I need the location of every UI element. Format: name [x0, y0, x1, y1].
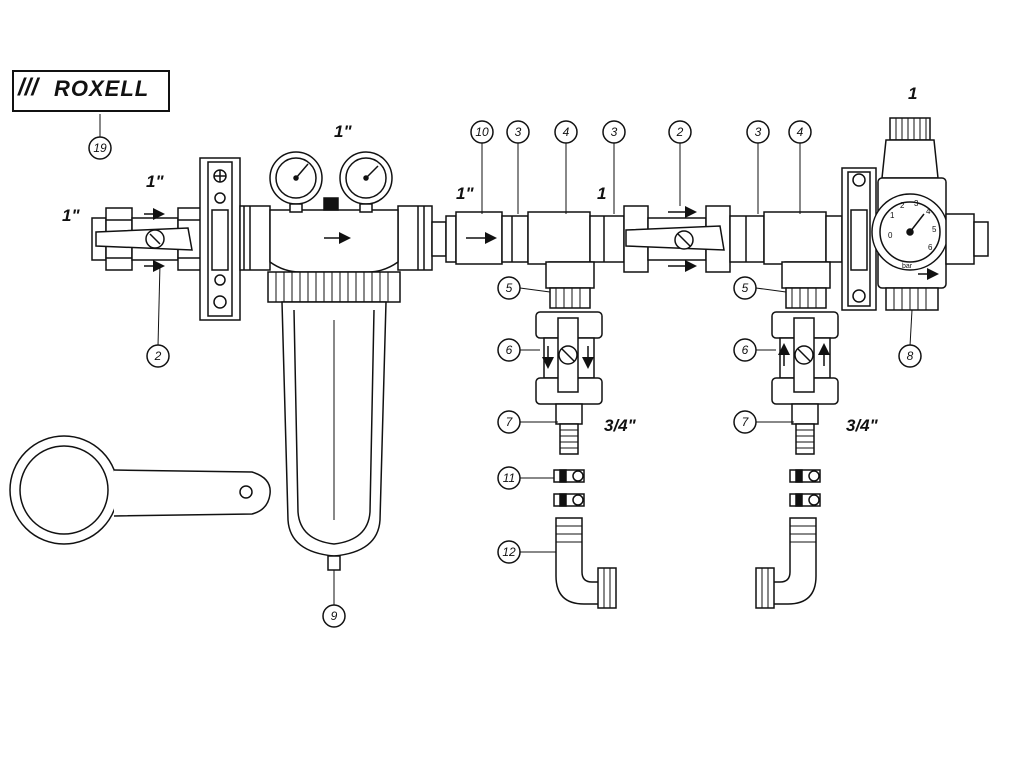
callout-11: 11 — [503, 471, 515, 485]
callout-8-circle — [898, 344, 922, 368]
callout-circles — [88, 120, 922, 628]
callout-2-left-circle — [146, 344, 170, 368]
callout-7-right: 7 — [742, 415, 750, 429]
callout-5-right-circle — [733, 276, 757, 300]
callout-6-right-circle — [733, 338, 757, 362]
gauge-scale-4: 4 — [926, 207, 931, 216]
size-label-inlet-valve: 1" — [146, 172, 164, 191]
leader-lines — [99, 114, 913, 606]
callout-3a-circle — [506, 120, 530, 144]
size-label-manifold-inlet: 1" — [456, 184, 474, 203]
callout-7-left-circle — [497, 410, 521, 434]
left-drop-assembly — [535, 261, 617, 609]
callout-11-circle — [497, 466, 521, 490]
callout-6-left: 6 — [506, 343, 513, 357]
callout-4b-circle — [788, 120, 812, 144]
callout-19: 19 — [93, 141, 107, 155]
gauge-unit: bar — [902, 263, 913, 270]
size-label-manifold-center: 1 — [597, 184, 607, 203]
callout-numbers: 19 2 9 10 3 4 3 2 3 4 5 6 7 11 12 5 6 7 … — [93, 125, 913, 623]
callout-9-circle — [322, 604, 346, 628]
inlet-ball-valve — [91, 207, 205, 272]
gauge-scale-3: 3 — [914, 199, 919, 208]
logo-marks: /// — [18, 74, 39, 101]
filter-wrench — [9, 435, 271, 545]
roxell-logo: /// ROXELL — [12, 70, 170, 112]
callout-5-left: 5 — [506, 281, 513, 295]
size-label-inlet-left: 1" — [62, 206, 80, 225]
callout-5-right: 5 — [742, 281, 749, 295]
main-manifold — [445, 205, 843, 273]
callout-3b-circle — [602, 120, 626, 144]
callout-7-right-circle — [733, 410, 757, 434]
size-label-regulator: 1 — [908, 84, 918, 103]
logo-text: ROXELL — [54, 76, 150, 101]
callout-2-right: 2 — [676, 125, 684, 139]
callout-2-left: 2 — [154, 349, 162, 363]
gauge-scale-6: 6 — [928, 243, 933, 252]
callout-5-left-circle — [497, 276, 521, 300]
callout-19-circle — [88, 136, 112, 160]
callout-6-left-circle — [497, 338, 521, 362]
callout-4a: 4 — [563, 125, 570, 139]
size-label-drop-right: 3/4" — [846, 416, 878, 435]
callout-6-right: 6 — [742, 343, 749, 357]
callout-10: 10 — [475, 125, 489, 139]
pressure-regulator — [871, 117, 989, 311]
gauge-scale-0: 0 — [888, 231, 893, 240]
wall-bracket-left — [199, 157, 241, 321]
callout-2-right-circle — [668, 120, 692, 144]
callout-10-circle — [470, 120, 494, 144]
callout-4b: 4 — [797, 125, 804, 139]
callout-3c: 3 — [755, 125, 762, 139]
size-label-filter: 1" — [334, 122, 352, 141]
callout-3c-circle — [746, 120, 770, 144]
gauge-scale-5: 5 — [932, 225, 937, 234]
gauge-scale-2: 2 — [900, 201, 905, 210]
callout-9: 9 — [331, 609, 338, 623]
callout-8: 8 — [907, 349, 914, 363]
callout-4a-circle — [554, 120, 578, 144]
callout-12-circle — [497, 540, 521, 564]
regulator-gauge-scale: 0 1 2 3 4 5 6 bar — [888, 199, 937, 270]
size-label-drop-left: 3/4" — [604, 416, 636, 435]
callout-12: 12 — [502, 545, 516, 559]
callout-3a: 3 — [515, 125, 522, 139]
wall-bracket-right — [841, 167, 877, 311]
gauge-scale-1: 1 — [890, 211, 895, 220]
callout-3b: 3 — [611, 125, 618, 139]
filter-housing — [239, 151, 447, 571]
right-drop-assembly — [755, 261, 839, 609]
callout-7-left: 7 — [506, 415, 514, 429]
